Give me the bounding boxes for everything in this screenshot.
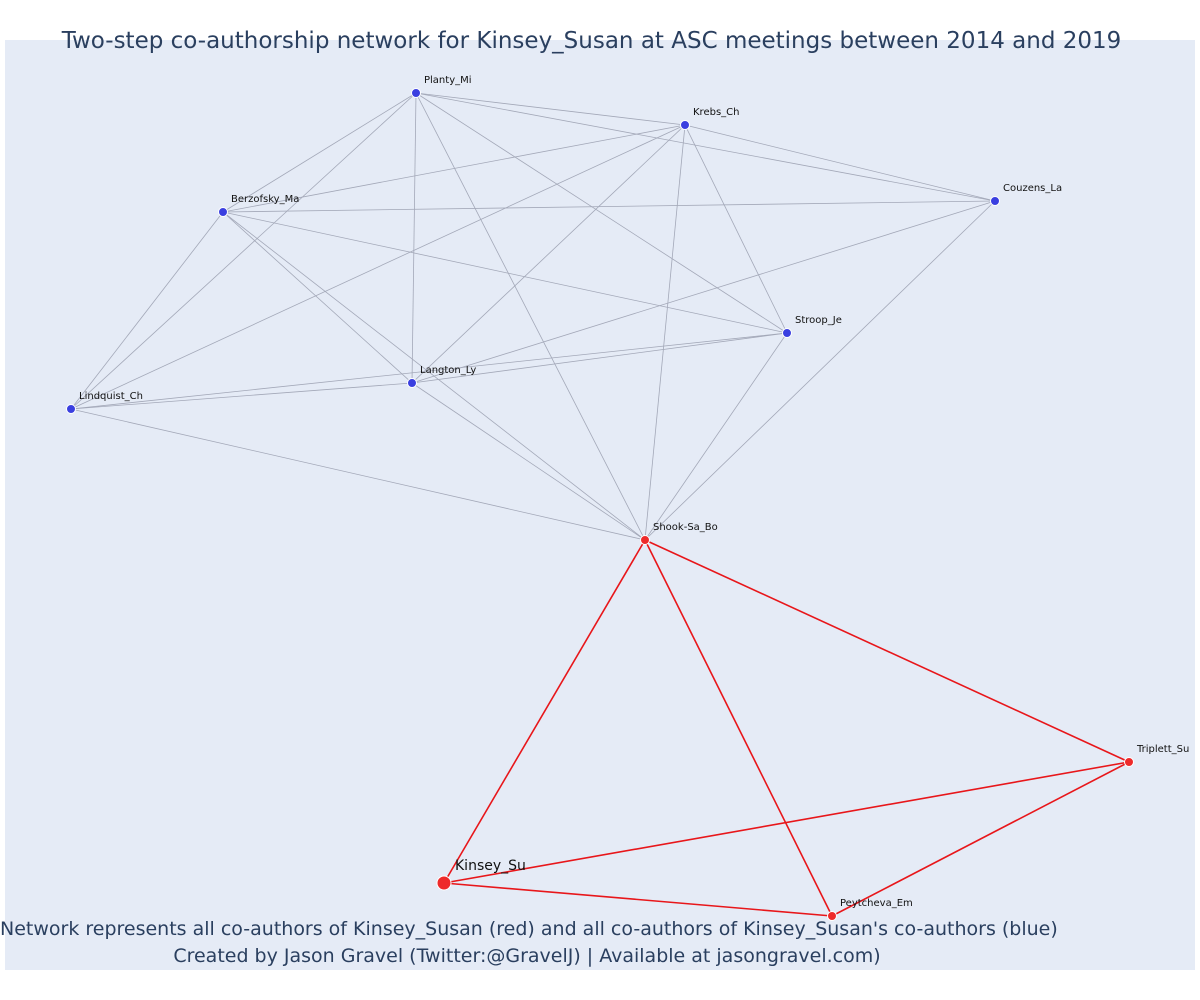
- edge-Krebs_Ch-Shook-Sa_Bo: [644, 124, 686, 541]
- node-Kinsey_Su[interactable]: [436, 875, 452, 891]
- node-label-Couzens_La: Couzens_La: [1003, 183, 1062, 194]
- edge-Lindquist_Ch-Shook-Sa_Bo: [70, 408, 646, 541]
- node-Couzens_La[interactable]: [990, 196, 1000, 206]
- node-label-Langton_Ly: Langton_Ly: [420, 365, 476, 376]
- edge-Couzens_La-Langton_Ly: [411, 200, 996, 384]
- edge-Stroop_Je-Lindquist_Ch: [70, 332, 788, 410]
- node-label-Kinsey_Su: Kinsey_Su: [455, 858, 526, 874]
- node-label-Krebs_Ch: Krebs_Ch: [693, 107, 739, 118]
- node-Berzofsky_Ma[interactable]: [218, 207, 228, 217]
- edge-Triplett_Su-Peytcheva_Em: [831, 761, 1130, 917]
- edge-Krebs_Ch-Langton_Ly: [411, 124, 686, 384]
- edge-Krebs_Ch-Lindquist_Ch: [70, 124, 686, 410]
- node-label-Berzofsky_Ma: Berzofsky_Ma: [231, 194, 299, 205]
- edge-Berzofsky_Ma-Couzens_La: [222, 200, 996, 213]
- edge-Krebs_Ch-Stroop_Je: [684, 124, 788, 334]
- edge-Langton_Ly-Lindquist_Ch: [70, 382, 413, 410]
- node-label-Lindquist_Ch: Lindquist_Ch: [79, 391, 143, 402]
- edge-Planty_Mi-Stroop_Je: [415, 92, 788, 334]
- node-label-Triplett_Su: Triplett_Su: [1136, 744, 1189, 755]
- edge-Stroop_Je-Langton_Ly: [411, 332, 788, 384]
- edge-Berzofsky_Ma-Langton_Ly: [222, 211, 413, 384]
- nodes-layer: [66, 88, 1134, 921]
- caption-line-1: Network represents all co-authors of Kin…: [0, 918, 1058, 940]
- labels-layer: Planty_MiKrebs_ChCouzens_LaBerzofsky_MaS…: [79, 75, 1189, 909]
- edge-Planty_Mi-Langton_Ly: [411, 92, 417, 384]
- edge-Langton_Ly-Shook-Sa_Bo: [411, 382, 646, 541]
- edge-Planty_Mi-Krebs_Ch: [415, 92, 686, 126]
- edge-Couzens_La-Shook-Sa_Bo: [644, 200, 996, 541]
- edge-Berzofsky_Ma-Stroop_Je: [222, 211, 788, 334]
- edge-Shook-Sa_Bo-Peytcheva_Em: [644, 539, 833, 917]
- edge-Kinsey_Su-Shook-Sa_Bo: [443, 539, 646, 884]
- edge-Krebs_Ch-Berzofsky_Ma: [222, 124, 686, 213]
- node-label-Peytcheva_Em: Peytcheva_Em: [840, 898, 913, 909]
- edge-Berzofsky_Ma-Lindquist_Ch: [70, 211, 224, 410]
- node-Lindquist_Ch[interactable]: [66, 404, 76, 414]
- node-Langton_Ly[interactable]: [407, 378, 417, 388]
- edge-Krebs_Ch-Couzens_La: [684, 124, 996, 202]
- node-Shook-Sa_Bo[interactable]: [640, 535, 650, 545]
- figure-title: Two-step co-authorship network for Kinse…: [61, 28, 1122, 54]
- edges-layer: [70, 92, 1130, 917]
- edge-Shook-Sa_Bo-Triplett_Su: [644, 539, 1130, 763]
- edge-Planty_Mi-Shook-Sa_Bo: [415, 92, 646, 541]
- node-Peytcheva_Em[interactable]: [827, 911, 837, 921]
- node-label-Shook-Sa_Bo: Shook-Sa_Bo: [653, 522, 718, 533]
- node-Triplett_Su[interactable]: [1124, 757, 1134, 767]
- node-label-Stroop_Je: Stroop_Je: [795, 315, 842, 326]
- edge-Planty_Mi-Berzofsky_Ma: [222, 92, 417, 213]
- node-Planty_Mi[interactable]: [411, 88, 421, 98]
- node-Krebs_Ch[interactable]: [680, 120, 690, 130]
- edge-Kinsey_Su-Peytcheva_Em: [443, 882, 833, 917]
- node-label-Planty_Mi: Planty_Mi: [424, 75, 472, 86]
- edge-Kinsey_Su-Triplett_Su: [443, 761, 1130, 884]
- edge-Planty_Mi-Couzens_La: [415, 92, 996, 202]
- edge-Stroop_Je-Shook-Sa_Bo: [644, 332, 788, 541]
- caption-line-2: Created by Jason Gravel (Twitter:@Gravel…: [173, 945, 881, 967]
- edge-Planty_Mi-Lindquist_Ch: [70, 92, 417, 410]
- node-Stroop_Je[interactable]: [782, 328, 792, 338]
